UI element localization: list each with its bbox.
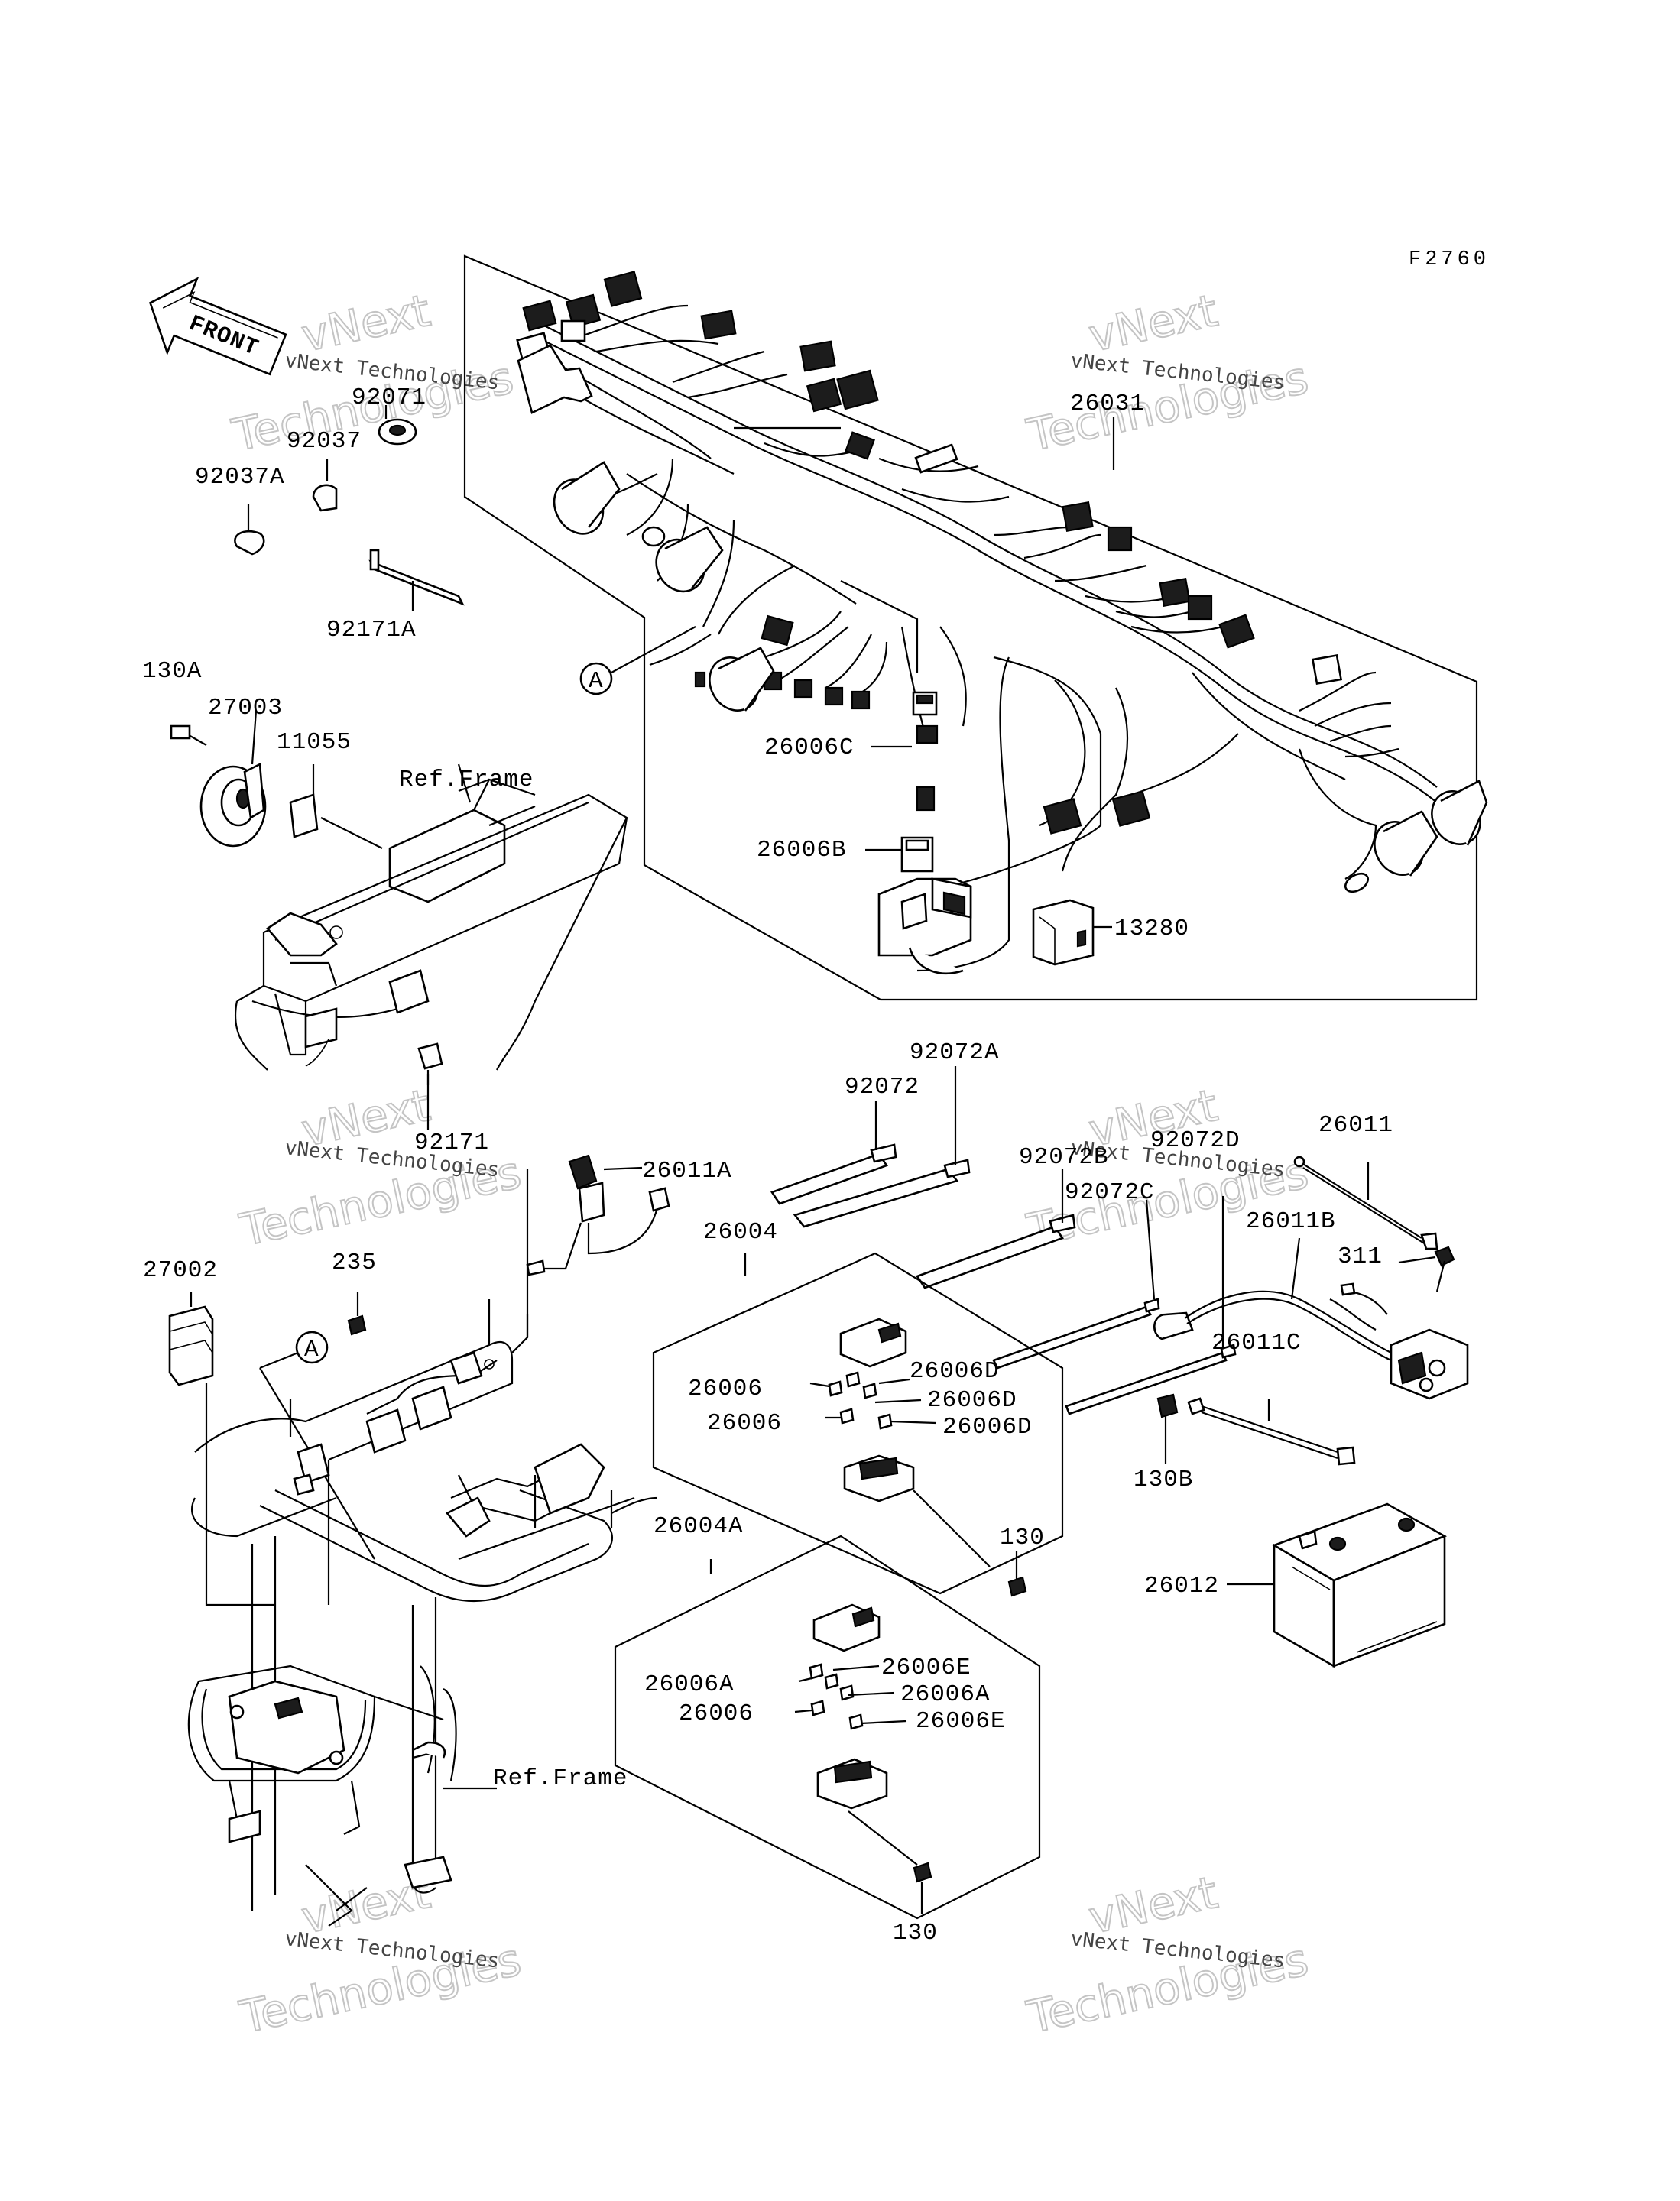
watermark-group: vNext Technologies vNext Technologies vN…	[227, 284, 1314, 2044]
label-13280: 13280	[1114, 916, 1189, 942]
label-26006a-2: 26006A	[900, 1681, 991, 1708]
watermark-bottom-right: vNext Technologies vNext Technologies	[1022, 1866, 1314, 2044]
clamp-92037	[312, 459, 338, 512]
grommet-92071	[378, 405, 417, 446]
wiring-harness	[534, 304, 1438, 972]
label-92072: 92072	[845, 1074, 919, 1100]
label-26011b: 26011B	[1246, 1208, 1336, 1235]
label-92171: 92171	[414, 1130, 489, 1156]
watermark-bottom-left: vNext Technologies vNext Technologies	[235, 1866, 527, 2044]
label-92072d: 92072D	[1150, 1127, 1241, 1154]
label-ref-frame-lower: Ref.Frame	[493, 1765, 628, 1792]
label-26006-2: 26006	[707, 1410, 782, 1437]
label-26031: 26031	[1070, 391, 1145, 417]
label-130-1: 130	[1000, 1525, 1045, 1551]
battery-26012	[1227, 1502, 1448, 1668]
relay-27002	[168, 1292, 275, 1606]
fuse-box-26004a	[614, 1535, 1041, 1920]
tie-bands	[770, 1066, 1237, 1415]
label-26006b: 26006B	[757, 837, 847, 864]
label-26006e-2: 26006E	[916, 1708, 1006, 1735]
harness-connectors	[516, 271, 1343, 835]
horn-assembly	[170, 710, 319, 848]
label-26011: 26011	[1318, 1112, 1393, 1139]
label-92071: 92071	[352, 384, 426, 411]
watermark-big-line1: vNext	[297, 284, 435, 362]
callout-a-label: A	[304, 1337, 319, 1363]
label-92171a: 92171A	[326, 617, 417, 643]
label-311: 311	[1338, 1243, 1383, 1270]
label-26006c: 26006C	[764, 734, 855, 761]
label-26004: 26004	[703, 1219, 778, 1246]
label-130a: 130A	[142, 658, 202, 685]
cover-13280	[1032, 899, 1095, 966]
label-130-2: 130	[893, 1920, 938, 1947]
label-27002: 27002	[143, 1257, 218, 1284]
relay-holder	[877, 877, 972, 974]
harness-plugs	[517, 344, 1488, 893]
frame-upper	[235, 763, 628, 1085]
callout-a-frame	[295, 1331, 329, 1364]
watermark-mid-left: vNext Technologies vNext Technologies	[235, 1078, 527, 1257]
front-arrow-icon	[148, 277, 287, 376]
label-26006-1: 26006	[688, 1376, 763, 1402]
watermark-top-right: vNext Technologies vNext Technologies	[1022, 284, 1314, 462]
callout-a-label: A	[589, 668, 604, 695]
battery-cables	[526, 1154, 1469, 1466]
relay-26006c	[912, 691, 938, 716]
label-26006d-3: 26006D	[942, 1414, 1033, 1441]
label-26012: 26012	[1144, 1573, 1219, 1600]
label-26006-3: 26006	[679, 1700, 754, 1727]
figure-code: F2760	[1409, 248, 1490, 271]
clamp-92171a	[368, 549, 465, 611]
part-labels: 26031 92071 92037 92037A 92171A 130A 270…	[142, 384, 1393, 1947]
label-235: 235	[332, 1250, 377, 1276]
label-130b: 130B	[1134, 1467, 1193, 1493]
label-ref-frame-upper: Ref.Frame	[399, 767, 534, 793]
label-27003: 27003	[208, 695, 283, 721]
callout-a-harness: A	[579, 626, 696, 695]
label-92072a: 92072A	[910, 1039, 1000, 1066]
harness-group-outline	[463, 254, 1478, 1001]
label-11055: 11055	[277, 729, 352, 756]
fuse-box-26004	[652, 1252, 1064, 1597]
label-26011a: 26011A	[642, 1158, 732, 1185]
small-parts-topleft	[234, 405, 465, 611]
label-26004a: 26004A	[654, 1513, 744, 1540]
label-26006d-1: 26006D	[910, 1358, 1000, 1385]
main-harness-assembly: A	[463, 254, 1488, 1001]
frame-lower: A	[168, 1169, 658, 1927]
label-92072b: 92072B	[1019, 1144, 1109, 1171]
label-26011c: 26011C	[1211, 1330, 1302, 1357]
label-26006a-1: 26006A	[644, 1671, 735, 1698]
front-arrow-shadow	[162, 291, 278, 339]
front-arrow: FRONT	[148, 277, 287, 376]
label-92072c: 92072C	[1065, 1179, 1155, 1206]
label-26006d-2: 26006D	[927, 1387, 1017, 1414]
label-92037: 92037	[287, 428, 362, 455]
label-26006e-1: 26006E	[881, 1655, 971, 1681]
watermark-big-line1: vNext	[1085, 284, 1222, 362]
clamp-92037a	[234, 504, 265, 556]
label-92037a: 92037A	[195, 464, 285, 491]
relay-26006b	[900, 836, 934, 873]
